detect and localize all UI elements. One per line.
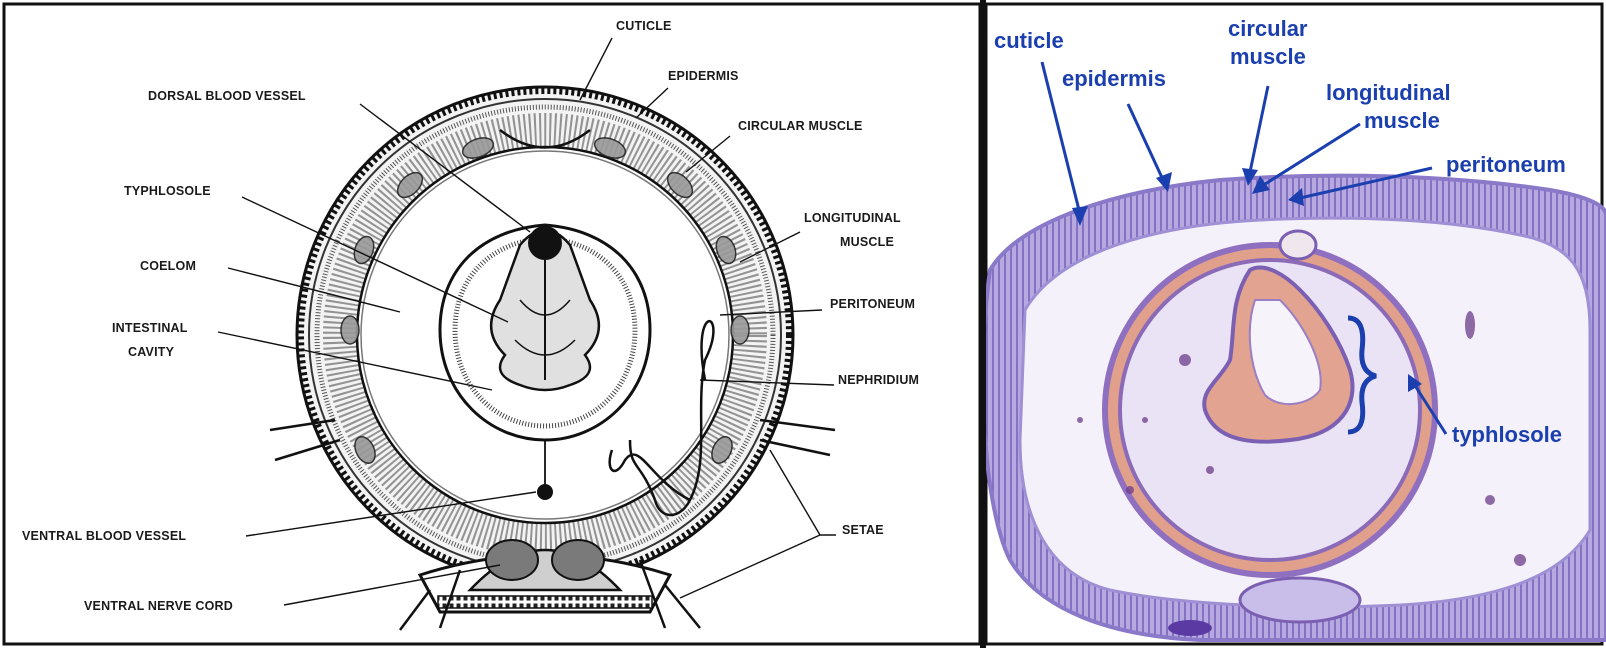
dorsal-blood-vessel-shape bbox=[528, 226, 562, 260]
label-peritoneum: PERITONEUM bbox=[830, 297, 915, 311]
label-circular-muscle-micro-line2: muscle bbox=[1230, 44, 1306, 69]
label-longitudinal-muscle-line1: LONGITUDINAL bbox=[804, 211, 901, 225]
schematic-panel: CUTICLE EPIDERMIS CIRCULAR MUSCLE LONGIT… bbox=[4, 4, 980, 644]
tissue-section bbox=[983, 176, 1606, 640]
label-setae: SETAE bbox=[842, 523, 884, 537]
label-typhlosole-micro: typhlosole bbox=[1452, 422, 1562, 447]
label-longitudinal-muscle-micro-line2: muscle bbox=[1364, 108, 1440, 133]
panel-divider bbox=[980, 0, 986, 648]
label-intestinal-cavity-line1: INTESTINAL bbox=[112, 321, 188, 335]
label-nephridium: NEPHRIDIUM bbox=[838, 373, 919, 387]
label-circular-muscle: CIRCULAR MUSCLE bbox=[738, 119, 863, 133]
label-circular-muscle-micro-line1: circular bbox=[1228, 16, 1308, 41]
label-ventral-blood-vessel: VENTRAL BLOOD VESSEL bbox=[22, 529, 186, 543]
label-coelom: COELOM bbox=[140, 259, 196, 273]
label-longitudinal-muscle-line2: MUSCLE bbox=[840, 235, 894, 249]
label-dorsal-blood-vessel: DORSAL BLOOD VESSEL bbox=[148, 89, 306, 103]
label-epidermis-micro: epidermis bbox=[1062, 66, 1166, 91]
label-intestinal-cavity-line2: CAVITY bbox=[128, 345, 175, 359]
label-peritoneum-micro: peritoneum bbox=[1446, 152, 1566, 177]
micrograph-panel: cuticle epidermis circular muscle longit… bbox=[983, 4, 1606, 644]
label-epidermis: EPIDERMIS bbox=[668, 69, 739, 83]
label-ventral-nerve-cord: VENTRAL NERVE CORD bbox=[84, 599, 233, 613]
label-typhlosole: TYPHLOSOLE bbox=[124, 184, 211, 198]
ventral-blood-vessel-shape bbox=[537, 484, 553, 500]
label-cuticle: CUTICLE bbox=[616, 19, 672, 33]
label-longitudinal-muscle-micro-line1: longitudinal bbox=[1326, 80, 1451, 105]
label-cuticle-micro: cuticle bbox=[994, 28, 1064, 53]
